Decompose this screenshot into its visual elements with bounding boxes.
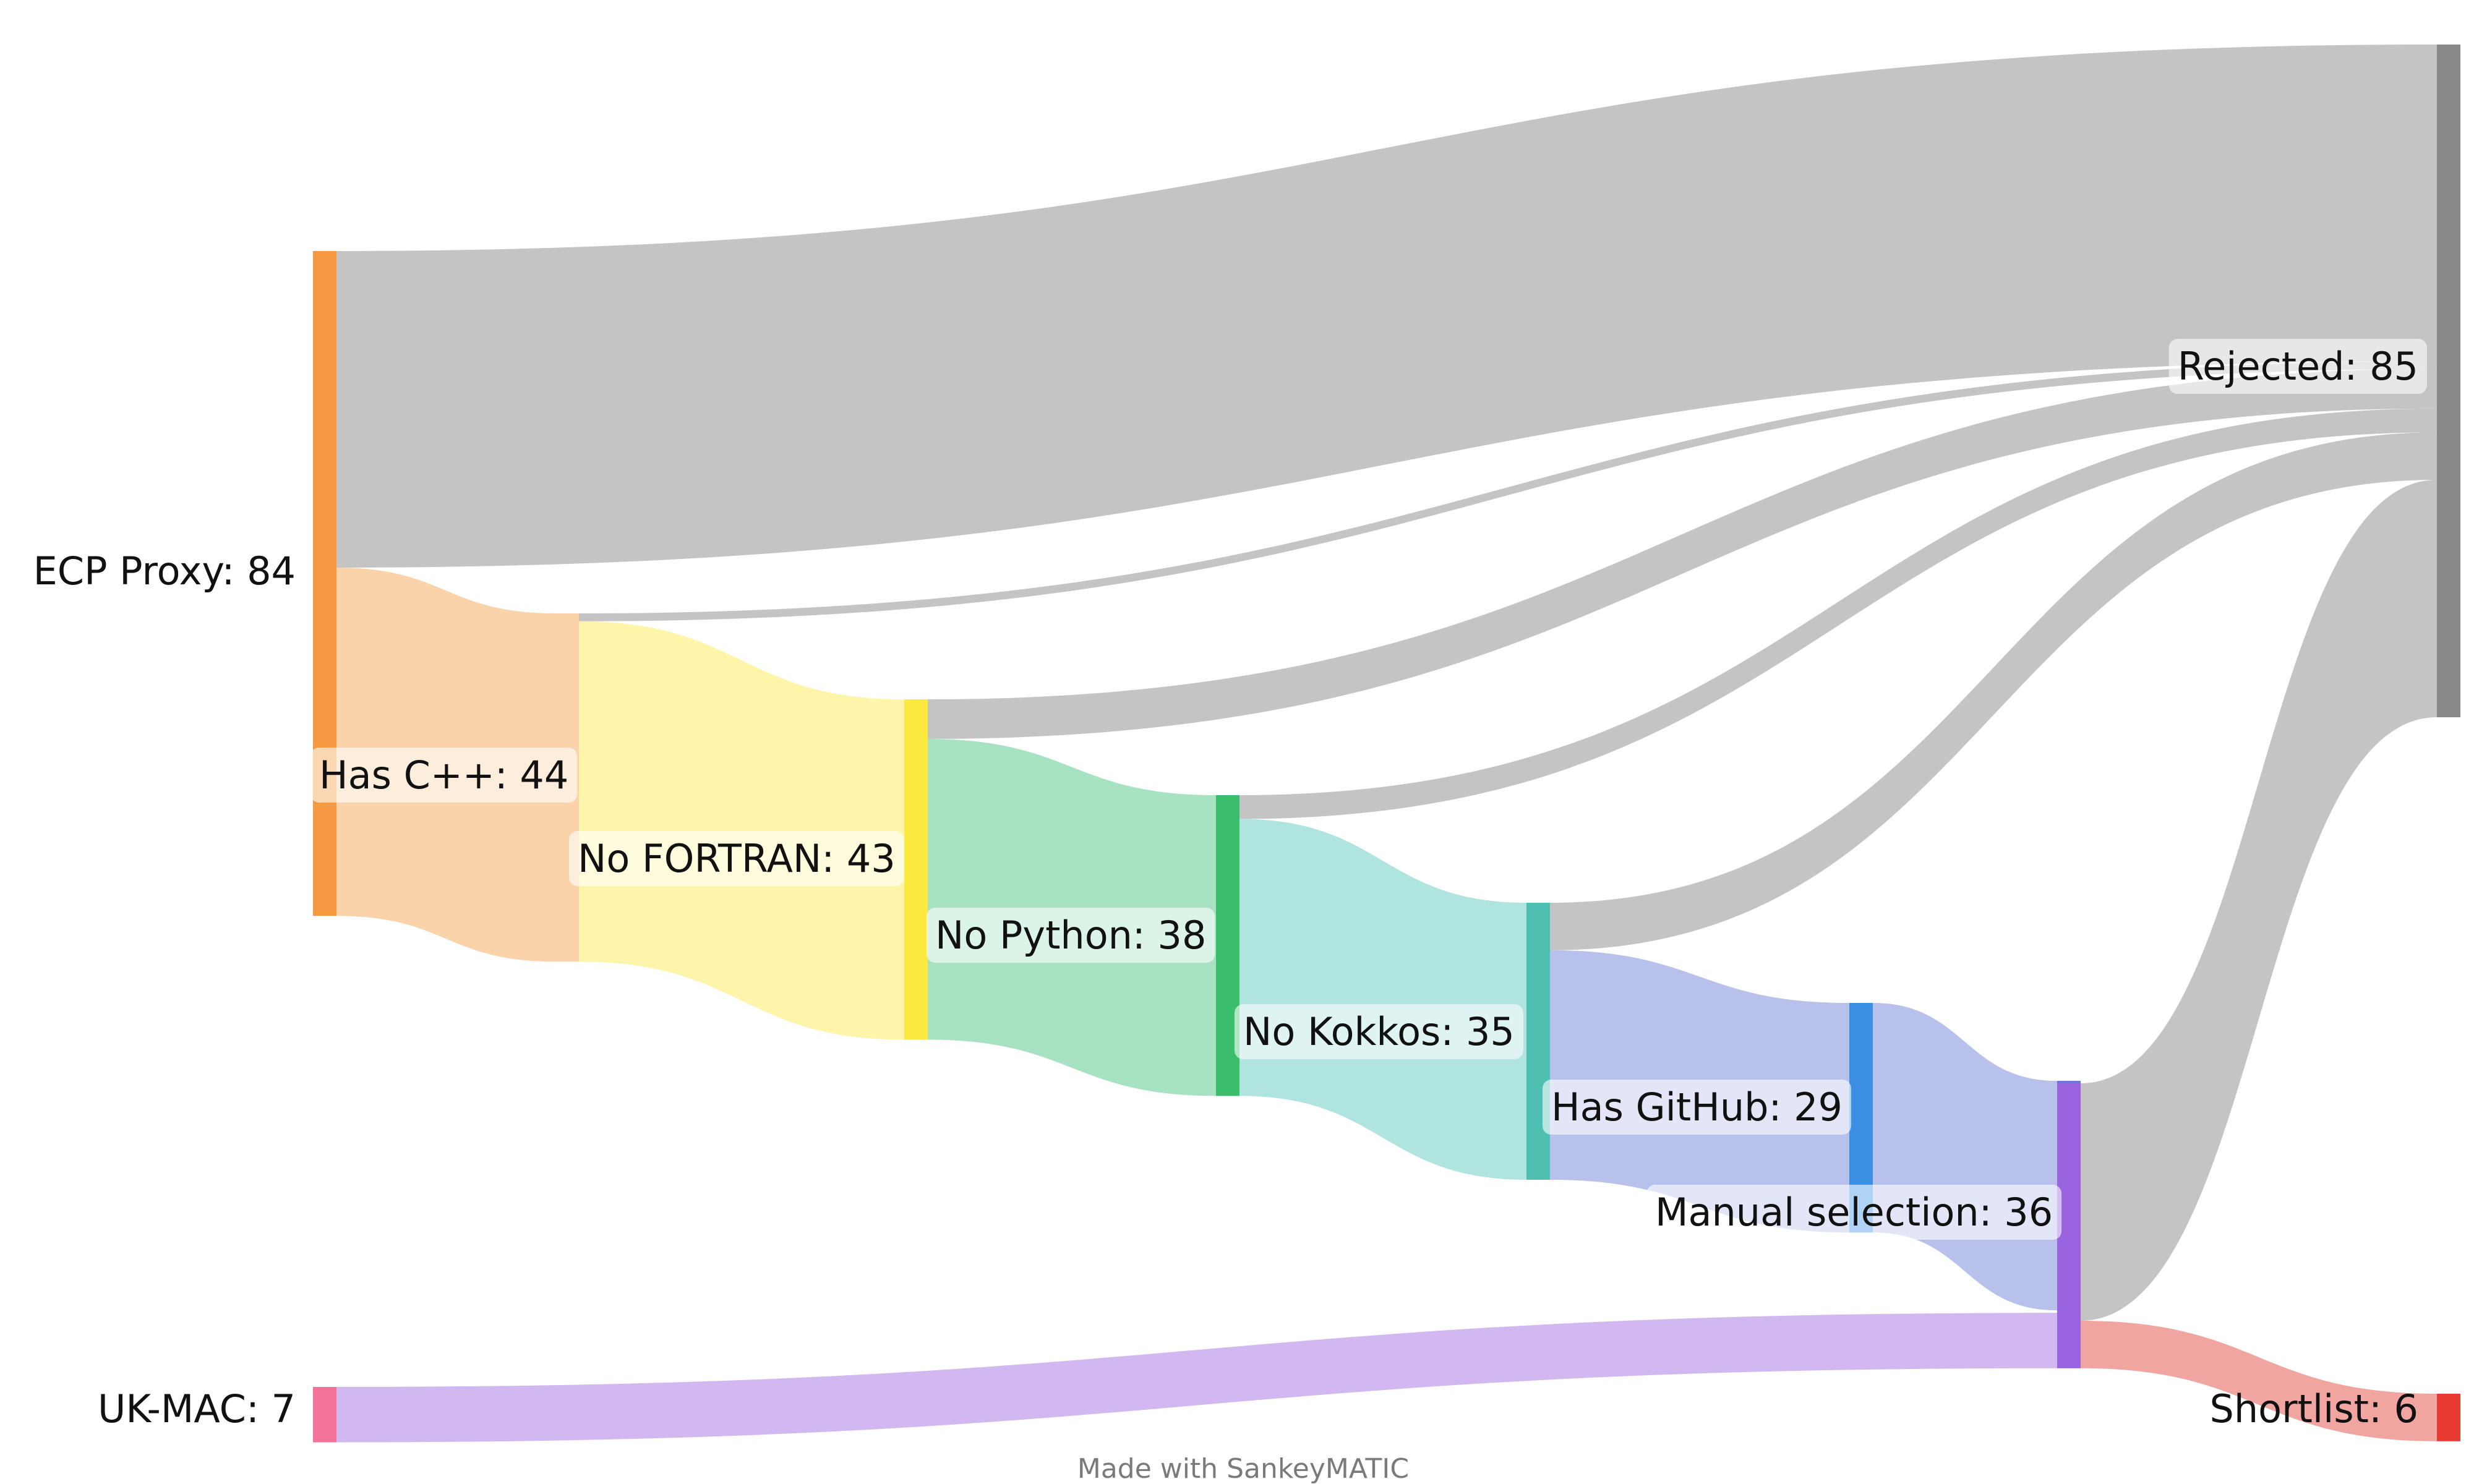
label-text-nokokkos: No Kokkos: 35: [1243, 1009, 1515, 1054]
label-text-nofortran: No FORTRAN: 43: [578, 836, 896, 881]
credit-text: Made with SankeyMATIC: [1077, 1453, 1409, 1484]
label-nofortran: No FORTRAN: 43: [569, 831, 904, 886]
label-text-rejected: Rejected: 85: [2178, 344, 2418, 389]
label-text-github: Has GitHub: 29: [1551, 1085, 1843, 1130]
flow-mix-to-rejected: [2081, 480, 2437, 1321]
flow-ecp-to-rejected: [336, 45, 2437, 568]
node-rejected: [2437, 45, 2460, 717]
flow-cpp-to-nofortran: [579, 621, 904, 1040]
label-text-nopython: No Python: 38: [935, 913, 1206, 958]
node-ecp: [313, 251, 336, 916]
node-nokokkos: [1526, 903, 1550, 1180]
label-text-cpp: Has C++: 44: [319, 753, 568, 798]
label-text-manual: Manual selection: 36: [1655, 1190, 2053, 1235]
label-background-cpp: [310, 748, 578, 803]
sankey-links: [336, 45, 2437, 1443]
flow-nofortran-to-rejected: [928, 369, 2437, 739]
label-shortlist: Shortlist: 6: [2210, 1386, 2419, 1431]
label-background-manual: [1646, 1185, 2062, 1240]
flow-cpp-to-rejected: [579, 361, 2437, 621]
label-ukmac: UK-MAC: 7: [98, 1386, 296, 1431]
label-background-nofortran: [569, 831, 904, 886]
label-ecp: ECP Proxy: 84: [33, 548, 296, 594]
label-background-nopython: [927, 908, 1215, 963]
flow-nopython-to-nokokkos: [1239, 819, 1526, 1180]
label-text-ukmac: UK-MAC: 7: [98, 1386, 296, 1431]
flow-github-to-manual: [1873, 1003, 2057, 1311]
label-nopython: No Python: 38: [927, 908, 1215, 963]
label-nokokkos: No Kokkos: 35: [1235, 1004, 1523, 1059]
flow-ukmac-to-mix: [336, 1313, 2057, 1443]
node-nofortran: [904, 699, 928, 1040]
flow-nopython-to-rejected: [1239, 408, 2437, 819]
label-background-rejected: [2168, 339, 2427, 394]
label-github: Has GitHub: 29: [1543, 1080, 1851, 1135]
label-text-ecp: ECP Proxy: 84: [33, 548, 296, 594]
label-cpp: Has C++: 44: [310, 748, 578, 803]
label-background-github: [1543, 1080, 1851, 1135]
label-rejected: Rejected: 85: [2168, 339, 2427, 394]
node-shortlist: [2437, 1394, 2460, 1441]
flow-nokokkos-to-rejected: [1550, 432, 2437, 950]
flow-mix-to-shortlist: [2081, 1321, 2437, 1441]
label-text-shortlist: Shortlist: 6: [2210, 1386, 2419, 1431]
node-ukmac: [313, 1387, 336, 1443]
label-manual: Manual selection: 36: [1646, 1185, 2062, 1240]
label-background-nokokkos: [1235, 1004, 1523, 1059]
